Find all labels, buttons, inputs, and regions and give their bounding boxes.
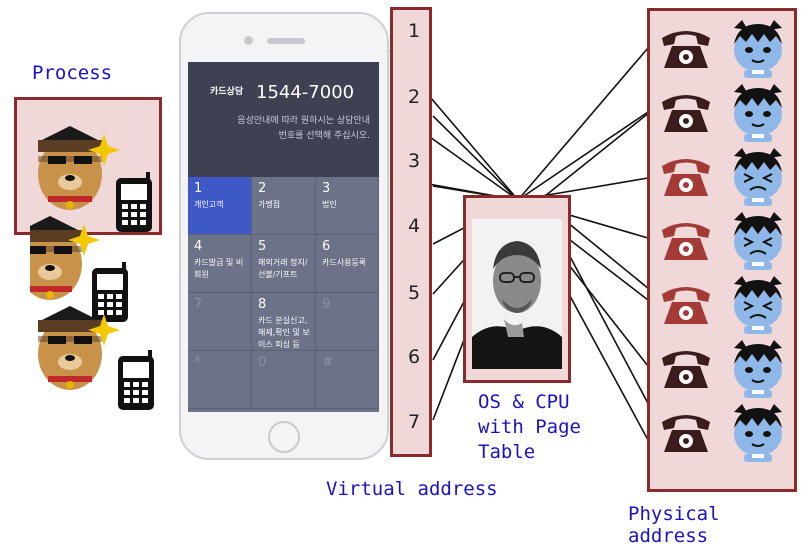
telephone-icon xyxy=(662,415,710,452)
key-number: 3 xyxy=(322,181,330,196)
keypad-key-6[interactable]: 6 카드사용등록 xyxy=(316,235,379,293)
key-number: 6 xyxy=(322,239,330,254)
key-number: 9 xyxy=(322,297,330,312)
key-number: 1 xyxy=(194,181,202,196)
virtual-page-4: 4 xyxy=(408,215,420,237)
telephone-icon xyxy=(662,95,710,132)
key-label: 카드사용등록 xyxy=(322,257,378,269)
header-phone-number: 1544-7000 xyxy=(256,82,354,103)
frame-3 xyxy=(662,148,782,206)
key-label: 개인고객 xyxy=(194,199,250,211)
virtual-page-2: 2 xyxy=(408,86,420,108)
home-button[interactable] xyxy=(268,421,300,453)
key-number: * xyxy=(194,355,201,370)
virtual-page-5: 5 xyxy=(408,282,420,304)
keypad-key-8[interactable]: 8 카드 분실신고, 해제,확인 및 보이스 피싱 등 xyxy=(252,293,316,351)
key-label: 카드발급 및 비회원 xyxy=(194,257,250,281)
key-number: 8 xyxy=(258,297,266,312)
keypad-key-4[interactable]: 4 카드발급 및 비회원 xyxy=(188,235,252,293)
key-label: 법인 xyxy=(322,199,378,211)
frame-1 xyxy=(662,20,782,78)
keypad-key-1[interactable]: 1 개인고객 xyxy=(188,177,252,235)
telephone-icon xyxy=(662,351,710,388)
cat-character-icon xyxy=(734,404,782,462)
os-cpu-line-1: OS & CPU xyxy=(478,390,581,415)
key-number: # xyxy=(322,355,333,370)
physical-address-label: Physical address xyxy=(628,503,801,547)
mobile-phone-icon xyxy=(118,350,154,410)
cat-character-icon xyxy=(734,340,782,398)
telephone-icon xyxy=(662,159,710,196)
header-description: 음성안내에 따라 원하시는 상담안내 번호를 선택해 주십시오. xyxy=(200,114,370,144)
camera-icon xyxy=(244,36,253,45)
key-label: 가맹점 xyxy=(258,199,314,211)
mobile-phone-icon xyxy=(92,262,128,322)
key-number: 0 xyxy=(258,355,266,370)
frame-4 xyxy=(662,212,782,270)
keypad-key-12[interactable]: # xyxy=(316,351,379,409)
keypad-key-2[interactable]: 2 가맹점 xyxy=(252,177,316,235)
keypad-key-10[interactable]: * xyxy=(188,351,252,409)
key-number: 5 xyxy=(258,239,266,254)
telephone-icon xyxy=(662,287,710,324)
virtual-page-3: 3 xyxy=(408,150,420,172)
speaker-grille xyxy=(267,38,305,44)
keypad-key-3[interactable]: 3 법인 xyxy=(316,177,379,235)
keypad-key-5[interactable]: 5 해외거래 정지/ 선불/기프트 xyxy=(252,235,316,293)
cat-character-icon xyxy=(734,148,782,206)
cat-character-icon xyxy=(734,84,782,142)
key-number: 7 xyxy=(194,297,202,312)
os-cpu-line-2: with Page xyxy=(478,415,581,440)
key-label: 카드 분실신고, 해제,확인 및 보이스 피싱 등 xyxy=(258,315,314,351)
key-number: 4 xyxy=(194,239,202,254)
frame-6 xyxy=(662,340,782,398)
virtual-page-7: 7 xyxy=(408,411,420,433)
description-line-1: 음성안내에 따라 원하시는 상담안내 xyxy=(200,114,370,129)
dog-character-icon xyxy=(30,216,100,300)
mobile-phone-icon xyxy=(116,172,152,232)
virtual-page-6: 6 xyxy=(408,346,420,368)
os-cpu-label: OS & CPU with Page Table xyxy=(478,390,581,465)
physical-frames xyxy=(650,12,796,490)
header-label: 카드상담 xyxy=(210,84,243,97)
os-cpu-line-3: Table xyxy=(478,440,581,465)
frame-2 xyxy=(662,84,782,142)
keypad-key-11[interactable]: 0 xyxy=(252,351,316,409)
key-number: 2 xyxy=(258,181,266,196)
key-label: 해외거래 정지/ 선불/기프트 xyxy=(258,257,314,281)
description-line-2: 번호를 선택해 주십시오. xyxy=(200,129,370,144)
virtual-page-1: 1 xyxy=(408,20,420,42)
keypad-key-7[interactable]: 7 xyxy=(188,293,252,351)
telephone-icon xyxy=(662,223,710,260)
person-portrait-icon xyxy=(472,219,562,369)
virtual-address-label: Virtual address xyxy=(326,478,498,500)
cat-character-icon xyxy=(734,20,782,78)
dog-character-icon xyxy=(38,126,120,210)
cat-character-icon xyxy=(734,212,782,270)
cat-character-icon xyxy=(734,276,782,334)
telephone-icon xyxy=(662,31,710,68)
process-characters xyxy=(30,120,170,420)
frame-7 xyxy=(662,404,782,462)
keypad-key-9[interactable]: 9 xyxy=(316,293,379,351)
process-label: Process xyxy=(32,62,112,84)
frame-5 xyxy=(662,276,782,334)
